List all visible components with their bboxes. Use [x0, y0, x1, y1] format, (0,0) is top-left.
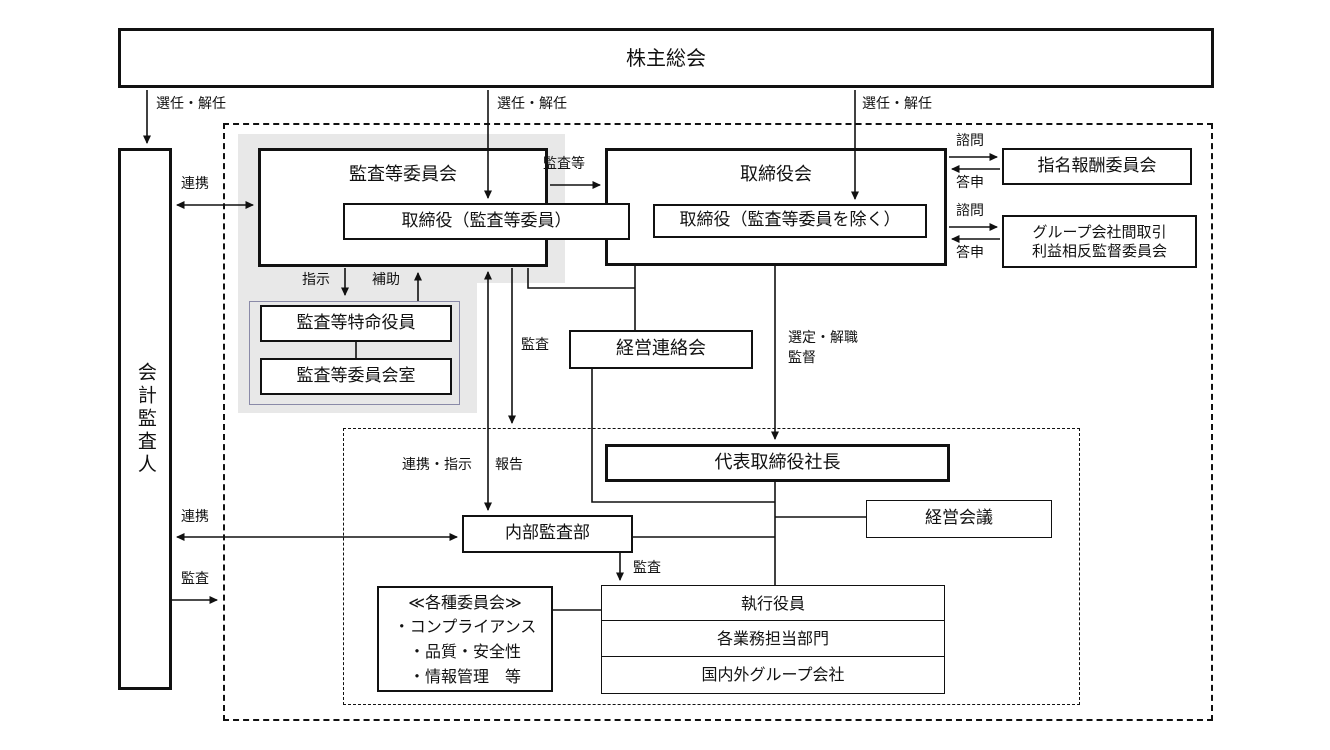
- management-meeting-label: 経営会議: [925, 508, 993, 529]
- committees-item: ・コンプライアンス: [393, 617, 537, 636]
- label-answer-1: 答申: [956, 175, 984, 191]
- edge-committee-liaison: [527, 268, 635, 289]
- special-audit-officer-box: 監査等特命役員: [260, 305, 452, 342]
- business-divisions-label: 各業務担当部門: [716, 629, 829, 648]
- nomination-committee-label: 指名報酬委員会: [1037, 155, 1157, 176]
- committees-item: ・情報管理 等: [408, 666, 521, 686]
- group-boundary-frame: [223, 123, 1213, 721]
- audit-committee-members-label: 取締役（監査等委員）: [401, 210, 572, 231]
- label-assist: 補助: [372, 272, 400, 288]
- committees-item: ・品質・安全性: [408, 641, 521, 661]
- board-members-label: 取締役（監査等委員を除く）: [679, 210, 901, 231]
- label-appoint-3: 選任・解任: [862, 96, 932, 112]
- audit-committee-members-box: 取締役（監査等委員）: [343, 203, 630, 240]
- label-consult-2: 諮問: [956, 203, 984, 219]
- label-audit-etc: 監査等: [543, 156, 585, 172]
- board-label: 取締役会: [740, 164, 812, 185]
- committees-box: ≪各種委員会≫ ・コンプライアンス ・品質・安全性 ・情報管理 等: [377, 586, 553, 692]
- special-audit-officer-label: 監査等特命役員: [296, 312, 416, 333]
- accounting-auditor-label: 会計監査人: [134, 361, 157, 477]
- accounting-auditor-box: 会計監査人: [118, 148, 172, 690]
- management-liaison-box: 経営連絡会: [569, 330, 753, 369]
- president-box: 代表取締役社長: [605, 444, 950, 482]
- board-members-box: 取締役（監査等委員を除く）: [653, 204, 927, 238]
- execution-boundary-frame: [343, 428, 1080, 705]
- label-consult-1: 諮問: [956, 133, 984, 149]
- shareholders-meeting-label: 株主総会: [626, 45, 706, 70]
- edge-liaison-down: [591, 369, 775, 503]
- group-companies-label: 国内外グループ会社: [701, 665, 845, 684]
- internal-audit-box: 内部監査部: [462, 515, 633, 553]
- management-liaison-label: 経営連絡会: [616, 338, 706, 360]
- label-auditor-audit: 監査: [181, 571, 209, 587]
- audit-committee-office-label: 監査等委員会室: [296, 365, 416, 386]
- label-internal-audit: 監査: [633, 560, 661, 576]
- label-answer-2: 答申: [956, 245, 984, 261]
- committees-title: ≪各種委員会≫: [408, 593, 522, 612]
- label-appoint-2: 選任・解任: [497, 96, 567, 112]
- president-label: 代表取締役社長: [714, 451, 841, 473]
- audit-committee-label: 監査等委員会: [349, 164, 457, 185]
- label-audit-mid: 監査: [521, 337, 549, 353]
- label-coop-instruct: 連携・指示: [402, 457, 472, 473]
- nomination-committee-box: 指名報酬委員会: [1002, 148, 1192, 185]
- executive-officers-label: 執行役員: [740, 593, 805, 613]
- group-oversight-line2: 利益相反監督委員会: [1031, 241, 1167, 260]
- group-oversight-line1: グループ会社間取引: [1032, 222, 1167, 241]
- label-cooperation-lower: 連携: [181, 509, 209, 525]
- label-instruct: 指示: [302, 272, 330, 288]
- label-cooperation-top: 連携: [181, 176, 209, 192]
- management-meeting-box: 経営会議: [866, 500, 1052, 538]
- business-divisions-box: 各業務担当部門: [601, 620, 945, 658]
- label-appoint-1: 選任・解任: [156, 96, 226, 112]
- label-supervise: 監督: [788, 350, 816, 366]
- label-select-dismiss: 選定・解職: [788, 330, 858, 346]
- shareholders-meeting-box: 株主総会: [118, 28, 1214, 88]
- executive-officers-box: 執行役員: [601, 585, 945, 622]
- audit-committee-office-box: 監査等委員会室: [260, 358, 452, 395]
- group-oversight-committee-box: グループ会社間取引 利益相反監督委員会: [1002, 215, 1197, 268]
- internal-audit-label: 内部監査部: [505, 523, 590, 544]
- label-report: 報告: [495, 457, 523, 473]
- group-companies-box: 国内外グループ会社: [601, 656, 945, 694]
